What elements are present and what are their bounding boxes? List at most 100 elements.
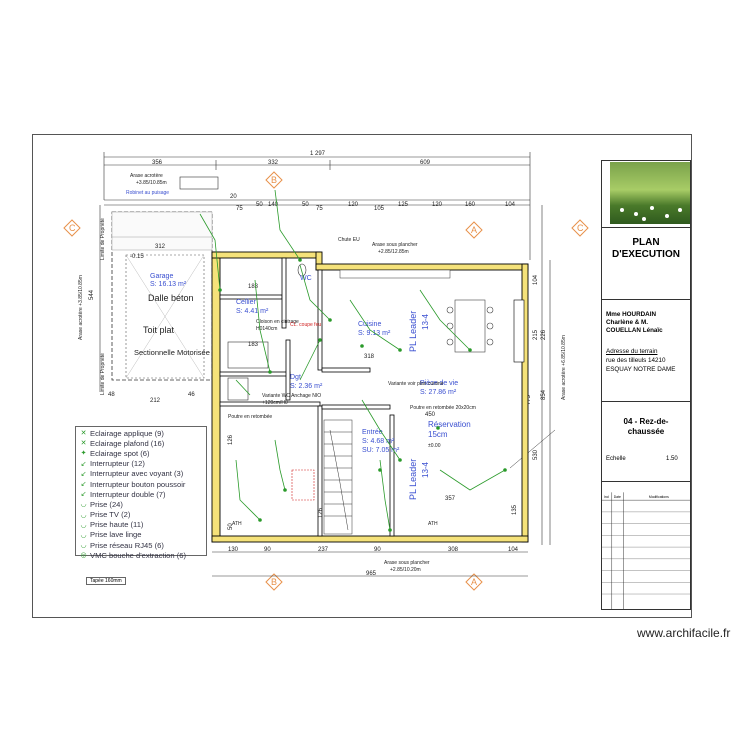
- placo-label-2: 13-4: [421, 461, 430, 478]
- legend-item: ◡Prise (24): [79, 499, 206, 509]
- dim-126-mid: 126: [318, 507, 324, 518]
- double-switch-icon: ↙: [80, 491, 87, 499]
- arase-bottom: Arase sous plancher: [384, 560, 430, 566]
- legend-item: ◡Prise TV (2): [79, 510, 206, 520]
- address-line-2: ESQUAY NOTRE DAME: [606, 366, 676, 373]
- wall-light-icon: ✕: [80, 430, 87, 438]
- client-line-3: COUELLAN Lénaïc: [606, 327, 663, 334]
- arase-bottom-val: +2.85/10.20m: [390, 567, 421, 573]
- legend-item: ↙Interrupteur (12): [79, 459, 206, 469]
- dim-357: 357: [445, 496, 456, 502]
- switch-led-icon: ↙: [80, 470, 87, 478]
- legend-item: ✦Eclairage spot (6): [79, 448, 206, 458]
- staircase: [323, 419, 353, 535]
- placo-label-1: 13-4: [421, 313, 430, 330]
- right-leader-line: [509, 429, 556, 469]
- cellier-area: S: 4.41 m²: [236, 308, 269, 315]
- section-mark-c-right: C: [577, 223, 584, 233]
- dimension-lines-bottom: [212, 551, 528, 577]
- rev-col-date: Date: [614, 495, 621, 499]
- rev-col-ind: Ind: [604, 495, 609, 499]
- limite-propriete-top: Limite de Propriété: [100, 218, 106, 260]
- garage-ceiling-dim: 312: [155, 244, 166, 250]
- dim-right-5: 530: [533, 449, 539, 460]
- dim-top-3: 609: [420, 160, 431, 166]
- scale-label: Echelle: [606, 456, 626, 462]
- interior-walls: [219, 257, 395, 537]
- dim-second-5: 50: [302, 202, 309, 208]
- scale-value: 1.50: [666, 456, 678, 462]
- toit-label: Toit plat: [143, 325, 175, 335]
- entree-area2: SU: 7.05 m²: [362, 447, 400, 454]
- switch-icon: ↙: [80, 460, 87, 468]
- arase-plancher-top-val: +2.85/12.85m: [378, 249, 409, 255]
- dim-second-3: 50: [256, 202, 263, 208]
- poutre-label: Poutre en retombée 20x20cm: [410, 405, 476, 411]
- degt-area: S: 2.36 m²: [290, 383, 323, 390]
- legend-item: ↙Interrupteur avec voyant (3): [79, 469, 206, 479]
- tv-outlet-icon: ◡: [80, 511, 87, 519]
- title-block: PLAN D'EXECUTION Mme HOURDAIN Charlène &…: [601, 160, 691, 610]
- dim-second-b2: 120: [432, 202, 443, 208]
- dim-second-2: 75: [236, 206, 243, 212]
- washer-unit: [227, 377, 249, 401]
- dim-126-left: 126: [228, 434, 234, 445]
- dim-183-top: 183: [248, 284, 259, 290]
- address-line-1: rue des tilleuls 14210: [606, 357, 666, 364]
- vmc-icon: ◎: [80, 552, 87, 560]
- dim-bottom-1: 130: [228, 547, 239, 553]
- legend: ✕Eclairage applique (9)✕Eclairage plafon…: [75, 426, 207, 560]
- legend-label: Prise lave linge: [90, 530, 142, 540]
- dim-450: 450: [425, 412, 436, 418]
- reservation-label: Réservation: [428, 420, 471, 429]
- garage-name: Garage: [150, 273, 173, 280]
- ceiling-light-icon: ✕: [80, 440, 87, 448]
- entree-area: S: 4.68 m²: [362, 438, 395, 445]
- dim-bottom-6: 104: [508, 547, 519, 553]
- entree-name: Entrée: [362, 429, 383, 436]
- plan-title: PLAN D'EXECUTION: [602, 237, 690, 261]
- dim-second-4: 140: [268, 202, 279, 208]
- dim-right-2: 215: [533, 329, 539, 340]
- cloison-label: Cloison en cintrage: [256, 319, 299, 325]
- outlet-icon: ◡: [80, 501, 87, 509]
- dim-bottom-4: 90: [374, 547, 381, 553]
- ath-label-2: ATH: [428, 521, 438, 527]
- dim-second-1: 20: [230, 194, 237, 200]
- dim-left-4: 46: [188, 392, 195, 398]
- dim-second-b1: 125: [398, 202, 409, 208]
- wc-name: WC: [300, 275, 312, 282]
- dining-table: [446, 299, 494, 353]
- plan-title-2: D'EXECUTION: [612, 249, 680, 260]
- arase-acrotere-left: Arase acrotère +3.85/10.85m: [78, 275, 84, 340]
- legend-label: Interrupteur bouton poussoir: [90, 479, 186, 489]
- cellier-unit: [227, 341, 269, 369]
- cuisine-name: Cuisine: [358, 321, 381, 328]
- dim-right-1: 104: [533, 274, 539, 285]
- robinet-label: Robinet au puisage: [126, 190, 169, 196]
- sectionnelle-label: Sectionnelle Motorisée: [134, 348, 210, 357]
- piece-vie-area: S: 27.86 m²: [420, 389, 457, 396]
- legend-item: ◎VMC bouche d'extraction (6): [79, 550, 206, 560]
- rev-col-mod: Modifications: [649, 495, 669, 499]
- dim-top-1: 356: [152, 160, 163, 166]
- dim-right-4: 775: [526, 394, 532, 405]
- network-outlet-icon: ◡: [80, 542, 87, 550]
- exterior-walls: [211, 251, 529, 543]
- chute-eu-label: Chute EU: [338, 237, 360, 243]
- coupe-feu-label: CL. coupe feu: [290, 322, 321, 328]
- spot-light-icon: ✦: [80, 450, 87, 458]
- dim-right-6: 854: [541, 389, 547, 400]
- legend-label: Interrupteur avec voyant (3): [90, 469, 184, 479]
- limite-propriete-bottom: Limite de Propriété: [100, 353, 106, 395]
- dim-left-1: 544: [89, 289, 95, 300]
- dim-bottom-total: 965: [366, 571, 377, 577]
- dim-left-2: 212: [150, 398, 161, 404]
- dim-318: 318: [364, 354, 375, 360]
- placard-zone: [291, 469, 315, 501]
- pl-leader-label-2: PL Leader: [408, 459, 418, 500]
- dim-second-10: 104: [505, 202, 516, 208]
- top-equipment-box: [179, 176, 219, 190]
- dim-second-7: 120: [348, 202, 359, 208]
